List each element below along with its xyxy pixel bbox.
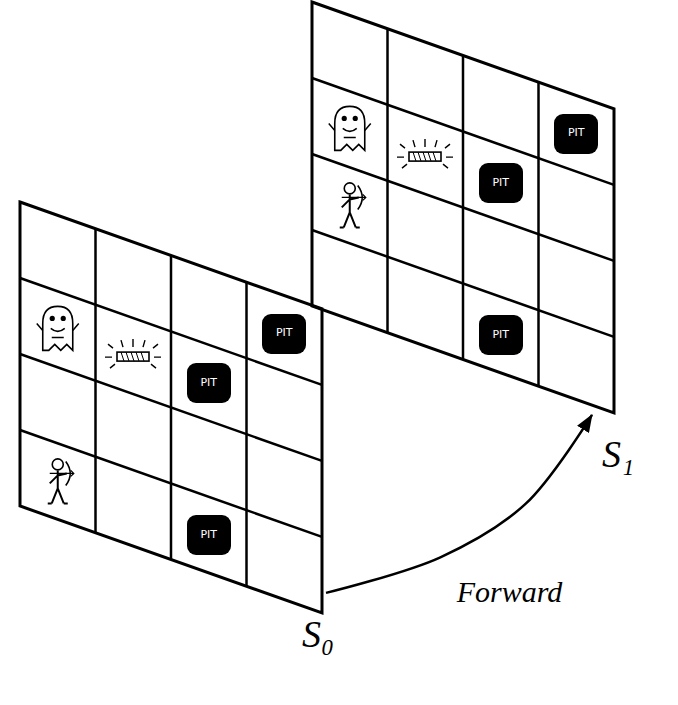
grid-line [386, 29, 389, 333]
agent-icon [340, 183, 366, 228]
situation-label: S₁ [602, 434, 634, 476]
pit-label: PIT [276, 327, 293, 339]
pit-box: PIT [479, 315, 523, 355]
situation-label: S₀ [302, 614, 334, 656]
pit-box: PIT [479, 163, 523, 203]
pit-label: PIT [200, 529, 217, 541]
grid-line [170, 256, 173, 560]
pit-box: PIT [187, 363, 231, 403]
pit-box: PIT [554, 114, 598, 154]
situation-name: S₁ [602, 433, 634, 475]
gold-icon [397, 139, 453, 168]
pit-box: PIT [262, 314, 306, 354]
panel-outline [312, 2, 614, 413]
pit-label: PIT [200, 377, 217, 389]
grid-line [245, 282, 248, 586]
pit-box: PIT [187, 515, 231, 555]
panel-outline [20, 202, 322, 613]
gold-icon [105, 339, 161, 368]
pit-label: PIT [492, 329, 509, 341]
wumpus-icon [329, 106, 371, 150]
situation-panel: S₀PITPITPIT [20, 202, 322, 613]
pit-label: PIT [568, 127, 585, 139]
transition-arrow [326, 415, 592, 593]
action-label: Forward [457, 575, 563, 608]
panel-border [20, 202, 322, 613]
grid-line [94, 229, 97, 533]
pit-label: PIT [492, 177, 509, 189]
situation-panel: S₁PITPITPIT [312, 2, 614, 413]
grid-line [462, 56, 465, 360]
wumpus-icon [37, 306, 79, 350]
panel-border [312, 2, 614, 413]
agent-icon [48, 459, 74, 504]
situation-name: S₀ [302, 613, 334, 655]
action-label-box: Forward [454, 575, 566, 610]
grid-line [537, 82, 540, 386]
